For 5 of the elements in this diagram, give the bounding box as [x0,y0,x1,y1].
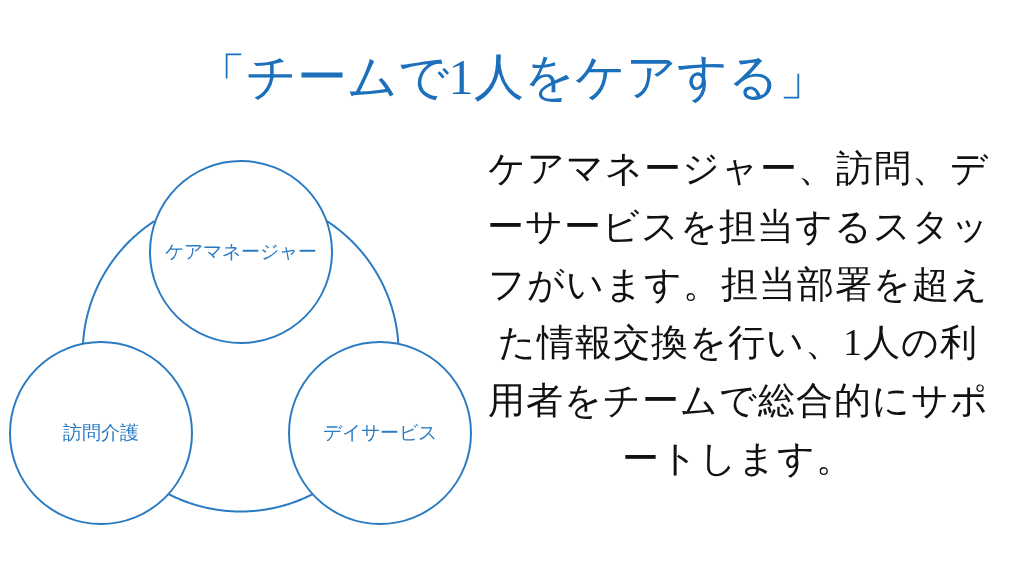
node-label: ケアマネージャー [165,240,317,264]
node-label: 訪問介護 [63,421,139,445]
title: 「チームで1人をケアする」 [195,48,829,107]
description-paragraph: ケアマネージャー、訪問、デーサービスを担当するスタッフがいます。担当部署を超えた情報交換を行い、1人の利用者をチームで総合的にサポートします。 [485,147,991,481]
node-label: デイサービス [323,421,437,445]
